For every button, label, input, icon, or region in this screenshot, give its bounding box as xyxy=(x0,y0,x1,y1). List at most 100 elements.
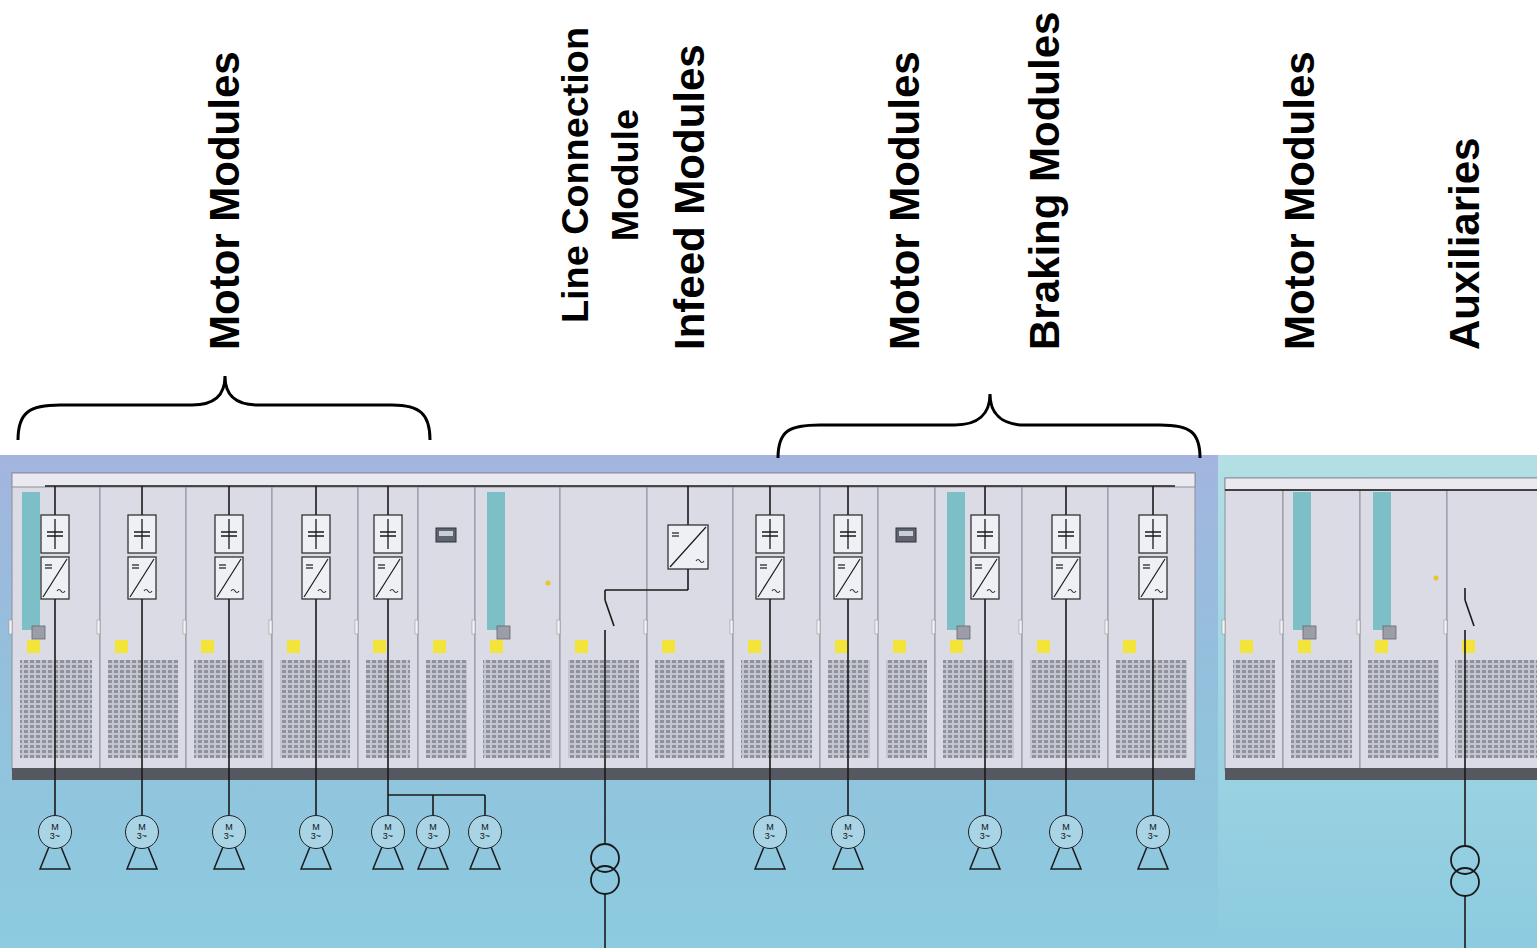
capacitor-symbol xyxy=(134,535,150,537)
cabinet-base xyxy=(879,758,934,768)
motor-text: M xyxy=(51,823,59,832)
dc-drop xyxy=(1065,486,1067,515)
inverter-symbol xyxy=(378,564,385,565)
motor-cable xyxy=(984,599,986,815)
warning-sticker xyxy=(575,640,588,653)
vent-grille xyxy=(1368,660,1439,760)
motor-cable xyxy=(847,599,849,815)
wire xyxy=(604,894,606,948)
warning-sticker xyxy=(1240,640,1253,653)
inverter-symbol xyxy=(132,564,139,565)
plinth xyxy=(12,768,1195,780)
inverter-symbol xyxy=(304,559,328,597)
capacitor-symbol xyxy=(1152,519,1153,549)
inverter-symbol xyxy=(219,564,226,565)
warning-sticker xyxy=(287,640,300,653)
capacitor-symbol xyxy=(315,519,316,549)
inverter-symbol xyxy=(987,590,995,593)
inverter-symbol xyxy=(850,590,858,593)
motor-text: 3~ xyxy=(311,832,321,841)
dc-link-box xyxy=(215,515,243,553)
vent-grille xyxy=(280,660,350,760)
motor-text: M xyxy=(844,823,852,832)
capacitor-symbol xyxy=(984,519,985,549)
inverter-symbol xyxy=(132,567,139,568)
vent-grille xyxy=(741,660,812,760)
control-unit-port xyxy=(1383,626,1396,639)
inverter-symbol xyxy=(838,567,845,568)
cabinet-top xyxy=(12,473,1195,487)
inverter-symbol xyxy=(45,564,52,565)
motor-symbol: M3~ xyxy=(371,815,405,849)
cabinet-row xyxy=(12,473,1195,780)
cabinet-base xyxy=(734,758,819,768)
inverter-symbol xyxy=(672,532,679,533)
door-hinge xyxy=(817,620,820,634)
inverter-symbol xyxy=(975,564,982,565)
cabinet xyxy=(1108,473,1195,770)
bracket xyxy=(18,376,430,440)
cabinet-base xyxy=(1361,758,1446,768)
indicator-lamp xyxy=(1434,576,1439,581)
cabinet xyxy=(12,473,100,770)
inverter-symbol xyxy=(306,564,313,565)
switch-symbol xyxy=(604,630,606,640)
dc-drop xyxy=(54,486,56,515)
capacitor-symbol xyxy=(221,535,237,537)
bracket xyxy=(778,394,1200,458)
dc-link-box xyxy=(756,515,784,553)
motor-text: 3~ xyxy=(843,832,853,841)
vent-grille xyxy=(20,660,92,760)
cabinet-base xyxy=(419,758,474,768)
control-unit-port xyxy=(1303,626,1316,639)
inverter-symbol xyxy=(45,567,52,568)
motor-text: 3~ xyxy=(980,832,990,841)
capacitor-symbol xyxy=(1065,519,1066,549)
inverter-symbol xyxy=(1068,590,1076,593)
door-hinge xyxy=(557,620,560,634)
capacitor-symbol xyxy=(221,531,237,533)
operator-panel-screen xyxy=(439,531,453,536)
inverter-symbol xyxy=(670,527,706,567)
dc-link-box xyxy=(834,515,862,553)
capacitor-symbol xyxy=(141,519,142,549)
warning-sticker xyxy=(373,640,386,653)
dc-link-box xyxy=(1052,515,1080,553)
cabinet xyxy=(935,473,1022,770)
warning-sticker xyxy=(893,640,906,653)
inverter-symbol xyxy=(696,560,704,563)
cabinet-base xyxy=(1284,758,1359,768)
cabinet xyxy=(1225,478,1283,770)
operator-panel xyxy=(436,528,456,542)
control-unit xyxy=(1373,492,1391,630)
dc-link-box xyxy=(41,515,69,553)
cabinet-base xyxy=(1448,758,1537,768)
cabinet-base xyxy=(936,758,1021,768)
motor-text: M xyxy=(1149,823,1157,832)
capacitor-symbol xyxy=(762,535,778,537)
inverter-symbol xyxy=(231,590,239,593)
cabinet-base xyxy=(273,758,357,768)
motor-text: 3~ xyxy=(765,832,775,841)
motor-symbol: M3~ xyxy=(468,815,502,849)
transformer-symbol xyxy=(591,844,619,872)
capacitor-symbol xyxy=(1058,535,1074,537)
door-hinge xyxy=(415,620,418,634)
vent-grille xyxy=(828,660,870,760)
module-label: Motor Modules xyxy=(880,51,930,350)
capacitor-symbol xyxy=(54,519,55,549)
motor-text: 3~ xyxy=(1061,832,1071,841)
capacitor-symbol xyxy=(47,531,63,533)
dc-drop xyxy=(984,486,986,515)
cabinet-row xyxy=(1225,478,1537,780)
cabinet-base xyxy=(476,758,559,768)
motor-text: M xyxy=(138,823,146,832)
inverter-box xyxy=(1052,557,1080,599)
dc-drop xyxy=(769,486,771,515)
motor-cable xyxy=(228,599,230,815)
motor-text: M xyxy=(766,823,774,832)
motor-symbol: M3~ xyxy=(1136,815,1170,849)
capacitor-symbol xyxy=(1145,535,1161,537)
vent-grille xyxy=(108,660,178,760)
inverter-box xyxy=(834,557,862,599)
